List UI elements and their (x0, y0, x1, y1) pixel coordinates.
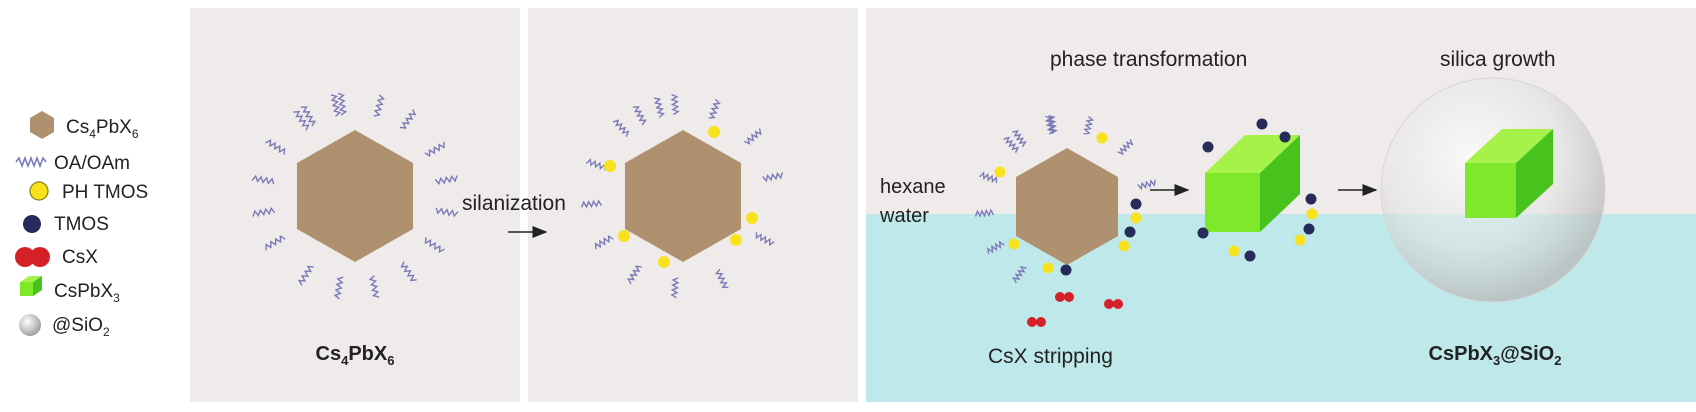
ligand-strand (368, 275, 380, 298)
red-dimer-icon (15, 247, 50, 267)
interface-hexagon (1016, 148, 1118, 265)
ligand-strand (1047, 115, 1058, 135)
legend-item-cs4pbx6: Cs4PbX6 (30, 111, 139, 141)
hexagon-icon (30, 111, 54, 139)
ligand-strand (300, 106, 317, 127)
product-caption: CsPbX3@SiO2 (1429, 343, 1562, 368)
ligand-strand (743, 128, 762, 145)
ligand-strand (708, 98, 721, 119)
ligand-strand (434, 174, 458, 186)
ligand-strand (330, 94, 342, 117)
ligand-strand (632, 106, 647, 126)
ligand-strand (974, 208, 995, 218)
ligand-strand (1044, 115, 1056, 135)
legend-item-cspbx3: CsPbX3 (20, 276, 120, 305)
legend-item-ph-tmos: PH TMOS (29, 181, 148, 203)
ligand-strand (585, 158, 606, 171)
cspbx3-cube (1205, 135, 1300, 232)
ph-tmos-dots (994, 132, 1142, 274)
ligand-strand (424, 141, 445, 158)
ligand-strand (755, 232, 775, 247)
ligand-shell (580, 93, 783, 299)
legend-label: CsX (62, 247, 98, 268)
ligand-strand (293, 110, 310, 131)
ligand-strand (594, 234, 614, 250)
ligand-strand (1117, 138, 1134, 156)
ligand-strand (1012, 265, 1027, 284)
ligand-strand (1083, 115, 1095, 135)
ligand-strand (612, 119, 630, 137)
ligand-strand (297, 265, 314, 286)
ligand-strand (653, 97, 665, 118)
panel-3: hexane water phase transformation silica… (866, 8, 1696, 402)
navy-dot-icon (23, 215, 41, 233)
legend-item-sio2: @SiO2 (19, 314, 110, 339)
ligand-strand (252, 206, 276, 218)
green-cube-icon (20, 276, 42, 296)
csx-stripping-label: CsX stripping (988, 345, 1113, 368)
panel-1-caption: Cs4PbX6 (316, 343, 395, 368)
ligand-strand (1003, 136, 1020, 153)
ph-tmos-dots (1228, 208, 1318, 257)
phase-transformation-label: phase transformation (1050, 48, 1247, 71)
silanized-hexagon (625, 130, 741, 262)
ligand-strand (333, 276, 344, 300)
legend-label: Cs4PbX6 (66, 117, 139, 141)
legend-label: PH TMOS (62, 182, 148, 203)
cs4pbx6-hexagon (297, 130, 413, 262)
ligand-icon (15, 155, 47, 169)
ligand-strand (373, 94, 386, 117)
legend-item-tmos: TMOS (23, 214, 109, 235)
legend-label: @SiO2 (52, 315, 110, 339)
panel-1: Cs4PbX6 (190, 8, 520, 402)
tmos-dots (1060, 198, 1142, 276)
encapsulated-cube (1465, 129, 1553, 218)
ligand-strand (1137, 179, 1156, 191)
sphere-icon (19, 314, 41, 336)
ligand-strand (251, 174, 275, 185)
ligand-strand (337, 92, 348, 116)
silica-growth-label: silica growth (1440, 48, 1556, 71)
ligand-strand (670, 277, 680, 299)
silanization-label: silanization (462, 192, 566, 215)
ligand-strand (762, 171, 783, 183)
ligand-shell (974, 115, 1156, 284)
legend-item-ligand: OA/OAm (15, 153, 130, 174)
water-label: water (879, 205, 929, 227)
tmos-dots (1197, 118, 1317, 262)
ligand-strand (400, 261, 417, 282)
panel-2: silanization (462, 8, 858, 402)
legend-label: TMOS (54, 214, 109, 235)
legend-label: OA/OAm (54, 153, 130, 174)
ligand-strand (714, 268, 729, 289)
yellow-dot-icon (29, 181, 49, 201)
ligand-strand (265, 234, 286, 251)
ligand-strand (626, 265, 642, 285)
legend: Cs4PbX6 OA/OAm PH TMOS TMOS CsX (15, 111, 148, 339)
csx-dimers (1027, 292, 1123, 327)
legend-label: CsPbX3 (54, 281, 120, 305)
hexane-label: hexane (880, 176, 946, 198)
ligand-strand (987, 240, 1005, 255)
ligand-strand (424, 237, 445, 254)
ligand-strand (670, 93, 680, 116)
ph-tmos-dots (604, 126, 758, 268)
ligand-strand (580, 199, 603, 209)
ligand-shell (251, 92, 459, 300)
legend-item-csx: CsX (15, 247, 98, 268)
ligand-strand (265, 138, 286, 155)
ligand-strand (1012, 130, 1027, 148)
ligand-strand (399, 109, 417, 129)
ligand-strand (435, 207, 459, 218)
ligand-strand (979, 171, 998, 184)
